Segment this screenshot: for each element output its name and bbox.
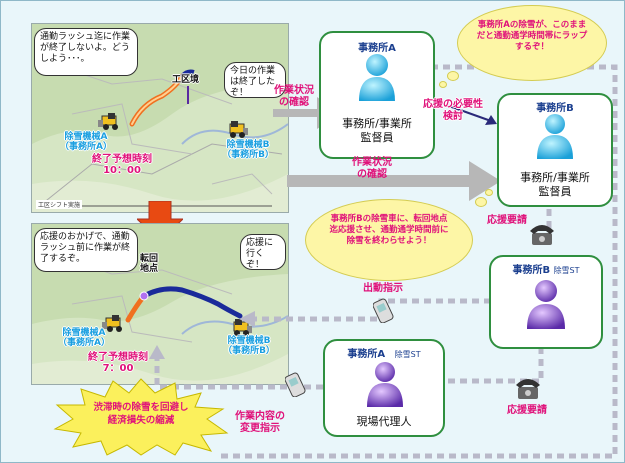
telephone-icon [529, 221, 555, 247]
thought-dot [485, 189, 493, 196]
label-status-check-2: 作業状況 の確認 [352, 157, 392, 180]
node-office-b: 事務所B 事務所/事業所 監督員 [497, 93, 613, 207]
node-office-b-st-title: 事務所B 除雪ST [491, 261, 601, 276]
node-office-a-role: 事務所/事業所 監督員 [342, 117, 412, 144]
map-bottom: 応援のおかげで、通勤ラッシュ前に作業が終了するぞ。 応援に行くぞ！ 転回 地点 … [31, 223, 289, 385]
map-top-footer: 工区シフト実施 [36, 200, 83, 209]
node-office-b-st: 事務所B 除雪ST [489, 255, 603, 349]
map-bottom-end-time: 終了予想時刻 7：00 [88, 352, 148, 374]
node-office-a-st-role: 現場代理人 [356, 415, 412, 428]
benefit-burst: 渋滞時の除雪を回避し 経済損失の縮減 [51, 377, 231, 457]
burst-shape [53, 378, 229, 456]
map-bottom-bubble-b: 応援に行くぞ！ [240, 234, 286, 270]
node-office-a: 事務所A 事務所/事業所 監督員 [319, 31, 435, 159]
node-office-b-st-office: 事務所B [512, 265, 551, 276]
map-bottom-vehicle-b-label: 除雪機械B （事務所B） [223, 336, 275, 356]
snowplow-icon [228, 318, 252, 336]
node-office-b-role: 事務所/事業所 監督員 [520, 171, 590, 198]
node-office-a-st-title: 事務所A 除雪ST [325, 345, 443, 360]
label-support-request-1: 応援要請 [487, 215, 527, 226]
thought-office-b-plan-text: 事務所Bの除雪車に、転回地点迄応援させ、通勤通学時間前に除雪を終わらせよう！ [329, 214, 449, 246]
node-office-a-title: 事務所A [358, 43, 396, 54]
map-top-bubble-a: 通勤ラッシュ迄に作業が終了しないよ。どうしよう･･･。 [34, 28, 138, 76]
map-bottom-bubble-a: 応援のおかげで、通勤ラッシュ前に作業が終了するぞ。 [34, 228, 138, 272]
node-office-a-st: 事務所A 除雪ST 現場代理人 [323, 339, 445, 437]
person-icon [357, 53, 397, 101]
map-top: 通勤ラッシュ迄に作業が終了しないよ。どうしよう･･･。 今日の作業は終了したぞ！… [31, 23, 289, 213]
label-support-request-2: 応援要請 [507, 405, 547, 416]
thought-office-a-worry-text: 事務所Aの除雪が、このままだと通勤通学時間帯にラップするぞ！ [476, 20, 588, 52]
map-top-vehicle-a-label: 除雪機械A （事務所A） [60, 132, 112, 152]
thought-dot [439, 81, 447, 88]
map-bottom-vehicle-a-label: 除雪機械A （事務所A） [58, 328, 110, 348]
person-icon [535, 113, 575, 159]
section-boundary-label: 工区境 [172, 75, 200, 85]
telephone-icon [515, 375, 541, 401]
map-top-bubble-b: 今日の作業は終了したぞ！ [224, 62, 286, 98]
thought-dot [475, 197, 487, 207]
label-need-review: 応援の必要性 検討 [423, 99, 483, 122]
person-icon [365, 361, 405, 407]
burst-text: 渋滞時の除雪を回避し 経済損失の縮減 [93, 402, 189, 426]
thought-office-a-worry: 事務所Aの除雪が、このままだと通勤通学時間帯にラップするぞ！ [457, 5, 607, 81]
map-top-end-time: 終了予想時刻 10：00 [92, 154, 152, 176]
node-office-a-st-suffix: 除雪ST [394, 350, 421, 359]
mobile-phone-icon [284, 371, 307, 398]
mobile-phone-icon [372, 297, 395, 324]
label-status-check-1: 作業状況 の確認 [274, 85, 314, 108]
snowplow-icon [98, 112, 122, 130]
thought-office-b-plan: 事務所Bの除雪車に、転回地点迄応援させ、通勤通学時間前に除雪を終わらせよう！ [305, 199, 473, 281]
turn-point-label: 転回 地点 [140, 254, 159, 274]
snowplow-icon [102, 314, 126, 332]
snowplow-icon [224, 120, 248, 138]
label-dispatch: 出動指示 [363, 283, 403, 294]
node-office-b-title: 事務所B [536, 103, 574, 114]
person-icon [525, 279, 567, 329]
node-office-a-st-office: 事務所A [347, 349, 386, 360]
node-office-b-st-suffix: 除雪ST [553, 266, 580, 275]
thought-dot [447, 71, 459, 81]
label-change-order: 作業内容の 変更指示 [235, 411, 285, 434]
map-top-vehicle-b-label: 除雪機械B （事務所B） [222, 140, 274, 160]
map-top-terrain [32, 24, 289, 212]
